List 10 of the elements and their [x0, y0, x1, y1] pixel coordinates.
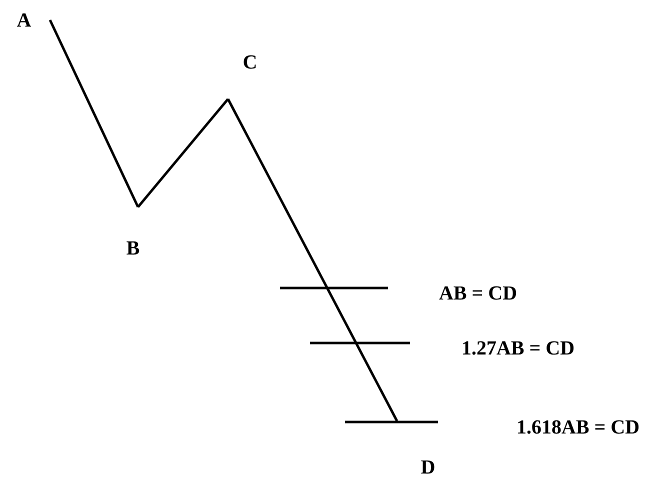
price-line — [48, 19, 140, 208]
price-line — [226, 98, 398, 422]
point-label: C — [244, 55, 256, 69]
level-label: 1.618AB = CD — [518, 420, 639, 434]
price-line — [137, 98, 229, 208]
point-label: D — [421, 460, 434, 474]
level-label: 1.27AB = CD — [463, 341, 574, 355]
point-label: B — [126, 241, 140, 255]
point-label: A — [16, 13, 32, 27]
level-label: AB = CD — [439, 286, 516, 300]
